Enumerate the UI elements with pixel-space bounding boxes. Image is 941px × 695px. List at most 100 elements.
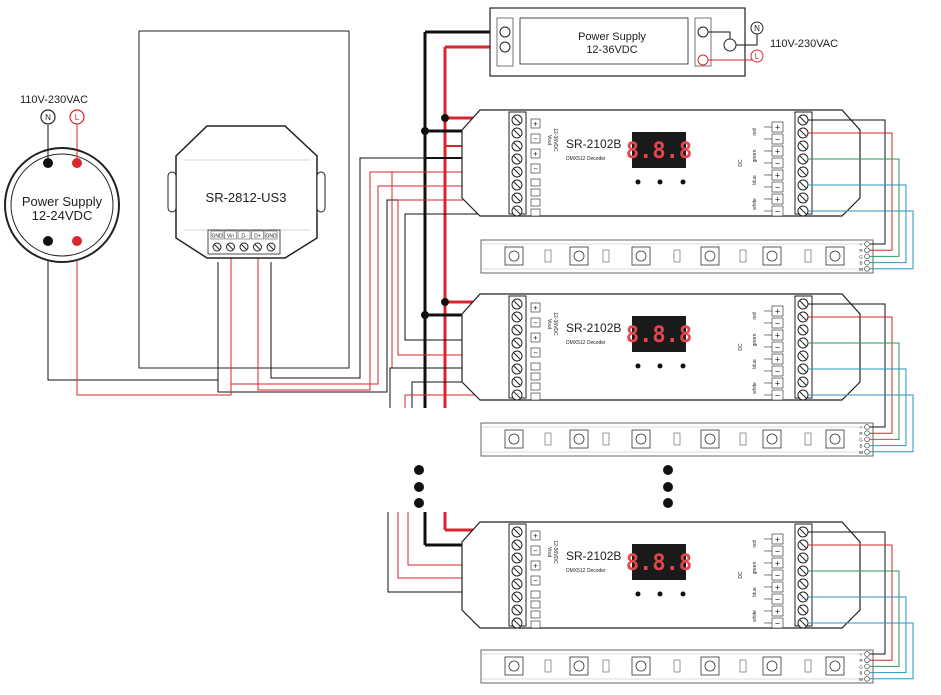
- svg-text:−: −: [775, 619, 780, 629]
- decoder-button[interactable]: [635, 591, 641, 597]
- decoder-button[interactable]: [680, 363, 686, 369]
- decoder-dmx-pin: [530, 590, 541, 599]
- svg-text:−: −: [775, 135, 780, 145]
- decoder-dmx-pin: [530, 208, 541, 217]
- decoder-channel-label: blue: [752, 359, 758, 369]
- strip-pad-label: W: [859, 677, 864, 682]
- decoder-output-label: DC: [738, 159, 744, 167]
- interface-pin-label: [251, 230, 264, 240]
- output-wire: [808, 184, 907, 264]
- decoder-power-pin: [530, 148, 541, 159]
- interface-pin-text: D-: [241, 234, 247, 240]
- svg-text:−: −: [775, 367, 780, 377]
- output-wire: [808, 394, 914, 453]
- svg-text:+: +: [533, 150, 538, 159]
- decoder-dmx-pin: [530, 392, 541, 401]
- strip-pad-label: B: [859, 261, 862, 266]
- strip-resistor: [673, 249, 681, 263]
- interface-model: SR-2812-US3: [206, 190, 287, 205]
- strip-pad: [864, 449, 870, 455]
- decoder-channel-label: blue: [752, 175, 758, 185]
- strip-pad-label: +: [860, 242, 863, 247]
- psu-left: 110V-230VAC N L Power Supply 12-24VDC: [4, 94, 120, 263]
- strip-pad: [864, 663, 870, 670]
- strip-pad-label: W: [859, 450, 864, 455]
- output-wire: [808, 368, 907, 447]
- strip-pad-label: G: [859, 254, 863, 259]
- psu-left-output-neg: [43, 236, 53, 246]
- svg-text:−: −: [775, 183, 780, 193]
- decoder-power-pin: [530, 530, 541, 541]
- strip-pad-label: G: [859, 664, 863, 669]
- decoder-model: SR-2102B: [566, 549, 621, 563]
- svg-text:+: +: [533, 334, 538, 343]
- decoder-subtitle: DMX512 Decoder: [566, 568, 606, 574]
- strip-pad-label: R: [859, 431, 863, 436]
- decoder-power-pin: [530, 560, 541, 571]
- decoder-display: [632, 316, 686, 352]
- psu-top-subtitle: 12-36VDC: [586, 44, 637, 56]
- strip-resistor: [804, 249, 812, 263]
- decoder-dmx-pin: [530, 372, 541, 381]
- strip-resistor: [602, 432, 610, 446]
- strip-pad: [864, 247, 870, 253]
- strip-pad-label: +: [860, 425, 863, 430]
- strip-pad: [864, 657, 870, 663]
- svg-text:−: −: [775, 319, 780, 329]
- psu-left-body: [4, 147, 120, 263]
- strip-pad: [864, 676, 870, 682]
- psu-top-l-terminal: [750, 49, 764, 63]
- svg-text:+: +: [775, 583, 780, 593]
- strip-pad: [864, 430, 870, 436]
- svg-text:+: +: [775, 607, 780, 617]
- decoder-channel-label: white: [752, 610, 758, 622]
- continuation-dots: [414, 465, 673, 508]
- decoder-power-pin: [530, 302, 541, 313]
- decoder-dmx-pin: [530, 610, 541, 619]
- svg-text:+: +: [775, 535, 780, 545]
- decoder-button[interactable]: [657, 363, 663, 369]
- strip-pad-label: R: [859, 248, 863, 253]
- output-wire: [808, 119, 886, 245]
- svg-text:−: −: [533, 135, 538, 144]
- strip-resistor: [804, 432, 812, 446]
- decoder-input-sub: Vout: [546, 547, 552, 558]
- svg-text:+: +: [775, 147, 780, 157]
- decoder-power-pin: [530, 317, 541, 328]
- decoder-input-sub: Vout: [546, 135, 552, 146]
- svg-text:L: L: [75, 113, 80, 122]
- decoder-model: SR-2102B: [566, 137, 621, 151]
- decoder-channel-label: white: [752, 198, 758, 210]
- decoder-power-pin: [530, 163, 541, 174]
- decoder-button[interactable]: [635, 179, 641, 185]
- strip-pad: [864, 266, 870, 272]
- decoder-button[interactable]: [657, 179, 663, 185]
- strip-pad: [864, 424, 870, 430]
- svg-text:+: +: [775, 355, 780, 365]
- decoder-button[interactable]: [657, 591, 663, 597]
- decoder-input-label: 12-36VDC: [552, 128, 558, 152]
- psu-left-input-l: [72, 158, 82, 168]
- svg-text:N: N: [754, 24, 760, 33]
- decoder-input-label: 12-36VDC: [552, 312, 558, 336]
- svg-text:−: −: [775, 547, 780, 557]
- decoder-channel-label: red: [752, 312, 758, 319]
- svg-text:+: +: [533, 562, 538, 571]
- decoder-output-label: DC: [738, 571, 744, 579]
- decoder-input-sub: Vout: [546, 319, 552, 330]
- strip-pad: [864, 259, 870, 266]
- interface-pin-text: GND: [265, 234, 277, 240]
- decoder-button[interactable]: [635, 363, 641, 369]
- decoder-button[interactable]: [680, 179, 686, 185]
- svg-text:−: −: [775, 343, 780, 353]
- decoder-display: [632, 544, 686, 580]
- decoder-power-pin: [530, 133, 541, 144]
- decoder-channel-label: green: [752, 149, 758, 162]
- decoder-button[interactable]: [680, 591, 686, 597]
- decoder-dmx-pin: [530, 620, 541, 629]
- output-wire: [808, 622, 914, 680]
